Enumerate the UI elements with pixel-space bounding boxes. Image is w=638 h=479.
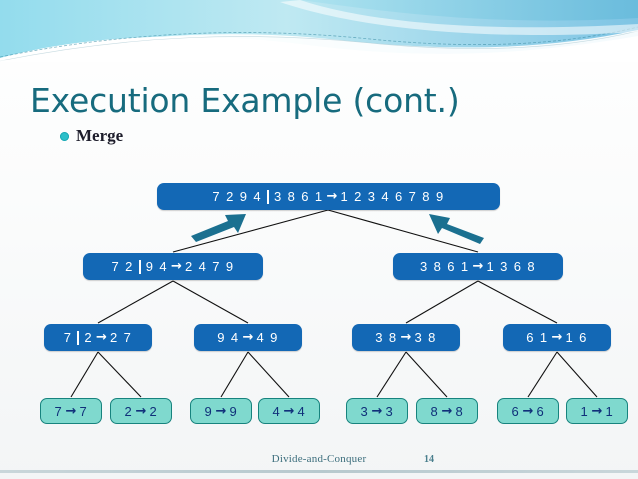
tree-node-leaf6: 8→8 <box>416 398 478 424</box>
node-result: 9 <box>229 403 238 419</box>
node-operand-left: 2 <box>124 403 133 419</box>
node-split-separator <box>77 330 80 345</box>
node-operand-left: 3 8 6 1 <box>419 259 470 274</box>
node-result: 7 <box>79 403 88 419</box>
node-result: 1 2 3 4 6 7 8 9 <box>340 189 445 204</box>
tree-node-leaf5: 3→3 <box>346 398 408 424</box>
node-result: 2 <box>149 403 158 419</box>
node-arrow-icon: → <box>135 403 147 419</box>
connector-LR-right <box>247 351 290 398</box>
node-result: 4 9 <box>256 330 279 345</box>
footer-title: Divide-and-Conquer <box>271 453 367 465</box>
node-split-separator <box>266 189 269 204</box>
node-operand-right: 2 <box>84 330 94 345</box>
tree-node-root: 7 2 9 4 3 8 6 1→1 2 3 4 6 7 8 9 <box>157 183 500 210</box>
node-operand-left: 7 2 <box>111 259 134 274</box>
node-arrow-icon: → <box>65 403 77 419</box>
node-result: 1 <box>605 403 614 419</box>
connector-LL-right <box>97 351 142 398</box>
connector-root-right <box>327 209 479 253</box>
node-operand-left: 9 4 <box>217 330 240 345</box>
node-result: 6 <box>536 403 545 419</box>
node-operand-right: 3 8 6 1 <box>273 189 324 204</box>
node-arrow-icon: → <box>400 330 412 345</box>
node-arrow-icon: → <box>326 189 338 204</box>
page-title: Execution Example (cont.) <box>30 81 460 120</box>
tree-node-RR: 6 1→1 6 <box>503 324 611 351</box>
footer-rule <box>0 470 638 473</box>
tree-node-RL: 3 8→3 8 <box>352 324 460 351</box>
node-result: 1 3 6 8 <box>486 259 537 274</box>
node-operand-right: 9 4 <box>145 259 169 274</box>
node-arrow-icon: → <box>522 403 534 419</box>
node-operand-left: 1 <box>580 403 589 419</box>
node-result: 1 6 <box>565 330 588 345</box>
connector-RR-right <box>556 351 598 398</box>
bullet-label: Merge <box>76 126 124 145</box>
node-arrow-icon: → <box>171 259 182 274</box>
connector-RR-left <box>527 351 558 398</box>
connector-R-right <box>477 280 558 324</box>
connector-L-right <box>172 280 249 324</box>
node-result: 2 4 7 9 <box>184 259 235 274</box>
node-result: 8 <box>455 403 464 419</box>
node-result: 4 <box>297 403 306 419</box>
node-arrow-icon: → <box>441 403 453 419</box>
tree-node-leaf2: 2→2 <box>110 398 172 424</box>
node-arrow-icon: → <box>472 259 484 274</box>
tree-node-leaf3: 9→9 <box>190 398 252 424</box>
node-operand-left: 9 <box>204 403 213 419</box>
node-result: 3 8 <box>414 330 437 345</box>
bullet-row: Merge <box>60 126 123 146</box>
tree-node-leaf4: 4→4 <box>258 398 320 424</box>
connector-RL-right <box>405 351 448 398</box>
node-operand-left: 7 <box>63 330 73 345</box>
merge-up-right-arrow <box>429 214 484 244</box>
node-operand-left: 8 <box>430 403 439 419</box>
tree-node-leaf7: 6→6 <box>497 398 559 424</box>
bullet-dot-icon <box>60 131 69 141</box>
node-operand-left: 6 1 <box>526 330 549 345</box>
connector-LR-left <box>220 351 249 398</box>
merge-up-left-arrow <box>191 214 246 242</box>
connector-LL-left <box>70 351 99 398</box>
tree-node-L: 7 2 9 4→2 4 7 9 <box>83 253 263 280</box>
tree-node-leaf8: 1→1 <box>566 398 628 424</box>
node-operand-left: 3 8 <box>375 330 398 345</box>
node-operand-left: 7 <box>54 403 63 419</box>
node-arrow-icon: → <box>371 403 383 419</box>
tree-node-R: 3 8 6 1→1 3 6 8 <box>393 253 563 280</box>
connector-R-left <box>405 280 479 324</box>
node-split-separator <box>138 259 141 274</box>
connector-RL-left <box>376 351 407 398</box>
node-arrow-icon: → <box>96 330 107 345</box>
node-operand-left: 3 <box>360 403 369 419</box>
node-result: 3 <box>385 403 394 419</box>
node-result: 2 7 <box>109 330 133 345</box>
header-decoration-band <box>0 0 638 62</box>
header-wave-graphic <box>0 0 638 62</box>
node-operand-left: 7 2 9 4 <box>212 189 262 204</box>
tree-node-LR: 9 4→4 9 <box>194 324 302 351</box>
node-operand-left: 6 <box>511 403 520 419</box>
node-arrow-icon: → <box>551 330 563 345</box>
connector-L-left <box>97 280 174 324</box>
connector-root-left <box>172 209 329 253</box>
node-operand-left: 4 <box>272 403 281 419</box>
node-arrow-icon: → <box>591 403 603 419</box>
tree-node-leaf1: 7→7 <box>40 398 102 424</box>
node-arrow-icon: → <box>215 403 227 419</box>
footer-page-number: 14 <box>424 454 434 465</box>
node-arrow-icon: → <box>283 403 295 419</box>
node-arrow-icon: → <box>242 330 254 345</box>
